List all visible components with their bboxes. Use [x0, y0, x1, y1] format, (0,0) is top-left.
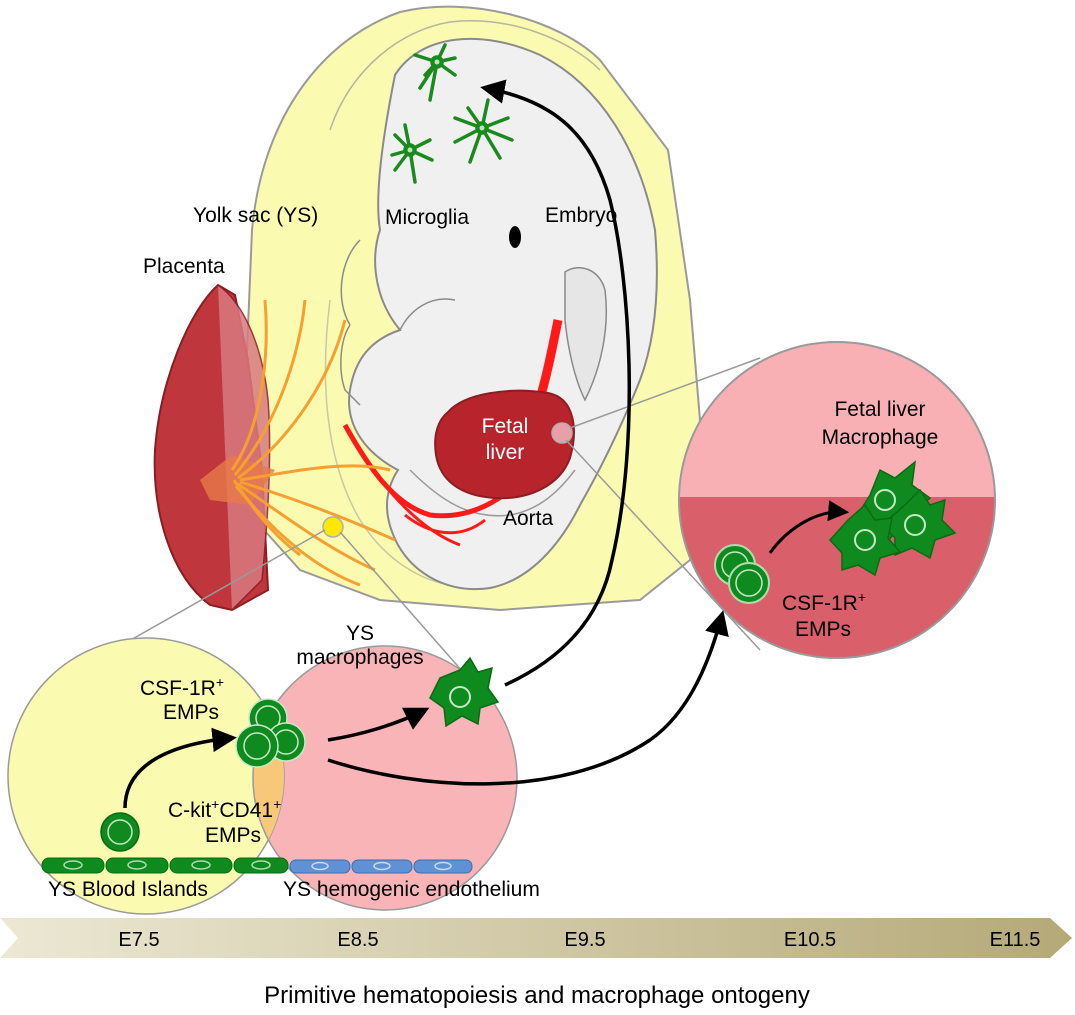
label-aorta: Aorta: [503, 507, 554, 530]
microglia-cell-1: [413, 43, 457, 102]
timeline-stage-e7-5: E7.5: [118, 929, 159, 951]
label-csf-right-sup: +: [858, 589, 866, 605]
label-ckit-sup2: +: [273, 796, 281, 812]
label-csf-right-2: EMPs: [795, 618, 851, 641]
placenta: [153, 283, 275, 612]
label-ckit-emps: EMPs: [205, 824, 261, 847]
timeline-stage-e8-5: E8.5: [337, 929, 378, 951]
label-embryo: Embryo: [545, 204, 617, 227]
label-ckit-2: CD41: [219, 799, 273, 822]
timeline-stage-e11-5: E11.5: [990, 929, 1041, 951]
ys-blood-islands-circle: [7, 637, 285, 915]
label-yolk-sac: Yolk sac (YS): [193, 204, 318, 227]
timeline-stage-e9-5: E9.5: [564, 929, 605, 951]
label-ys-blood-islands: YS Blood Islands: [48, 878, 208, 901]
caption: Primitive hematopoiesis and macrophage o…: [264, 982, 810, 1009]
embryo-eye: [509, 226, 521, 248]
label-fl-macrophage-2: Macrophage: [822, 426, 939, 449]
label-csf-left-1: CSF-1R: [140, 677, 216, 700]
label-ys-macrophages-1: YS: [346, 622, 374, 645]
label-fetal-liver-2: liver: [486, 441, 525, 464]
timeline-stage-e10-5: E10.5: [784, 929, 836, 951]
csf-emp-cluster: [235, 698, 306, 768]
microglia-cells: [390, 43, 514, 184]
liver-macrophage-cells: [828, 460, 957, 577]
arrows: [123, 79, 729, 809]
ckit-emp-cell: [100, 812, 140, 852]
label-ckit-1: C-kit: [168, 799, 211, 822]
label-ys-hemogenic: YS hemogenic endothelium: [283, 878, 540, 901]
label-csf-right-1: CSF-1R: [782, 592, 858, 615]
label-ckit-sup1: +: [211, 796, 219, 812]
embryo: [340, 37, 658, 591]
svg-text:CSF-1R+: CSF-1R+: [140, 674, 224, 700]
microglia-cell-3: [453, 98, 514, 164]
label-csf-left-2: EMPs: [163, 701, 219, 724]
ys-blood-island-dot: [322, 516, 344, 538]
label-ys-macrophages-2: macrophages: [296, 646, 423, 669]
label-csf-left-sup: +: [216, 674, 224, 690]
label-placenta: Placenta: [143, 255, 225, 278]
svg-text:C-kit+CD41+: C-kit+CD41+: [168, 796, 281, 822]
label-microglia: Microglia: [385, 206, 469, 229]
fetal-liver: [434, 389, 575, 500]
microglia-cell-2: [390, 123, 434, 184]
label-fl-macrophage-1: Fetal liver: [834, 398, 925, 421]
svg-text:CSF-1R+: CSF-1R+: [782, 589, 866, 615]
label-fetal-liver-1: Fetal: [482, 415, 529, 438]
orange-vessels: [230, 299, 396, 587]
blood-island-endothelium: [41, 857, 289, 874]
ys-macrophage-cell: [429, 656, 500, 728]
hemogenic-endothelium: [289, 859, 473, 874]
timeline: E7.5 E8.5 E9.5 E10.5 E11.5: [0, 918, 1072, 958]
liver-emp-cells: [714, 544, 770, 604]
